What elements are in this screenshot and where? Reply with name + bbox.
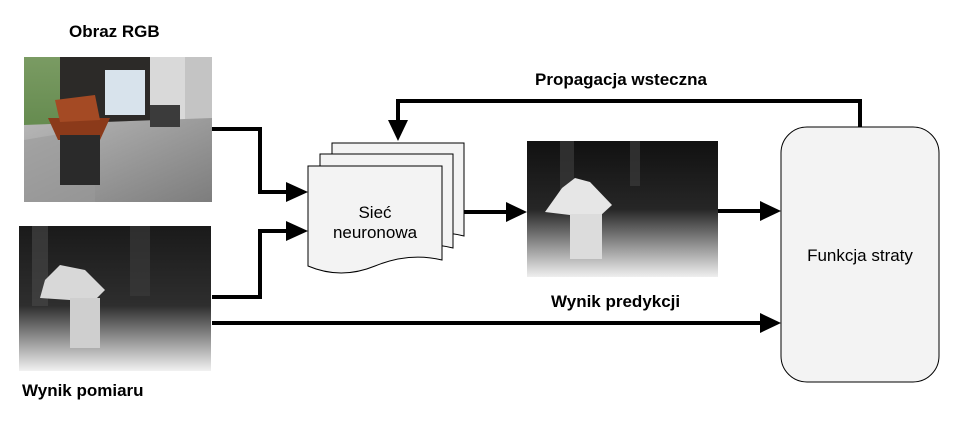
connectors [212, 99, 862, 325]
rgb-image-label: Obraz RGB [69, 22, 160, 41]
prediction-depth-image [527, 141, 718, 277]
measurement-depth-image [19, 226, 211, 371]
arrowhead-measurement-loss [760, 313, 781, 333]
rgb-to-network-arrow [212, 127, 286, 194]
prediction-result-label: Wynik predykcji [551, 292, 681, 311]
arrowhead-rgb [286, 182, 308, 202]
neural-network-label-line1: Sieć [358, 203, 392, 222]
neural-network-label-line2: neuronowa [332, 223, 418, 242]
neural-network-label: Sieć neuronowa [320, 203, 430, 243]
backpropagation-arrow [396, 99, 862, 127]
rgb-photo [24, 57, 212, 202]
measurement-result-label: Wynik pomiaru [22, 381, 144, 400]
neural-network-node [307, 142, 465, 274]
measurement-to-network-arrow [212, 229, 286, 299]
arrowhead-network-out [506, 202, 527, 222]
arrowhead-measurement [286, 221, 308, 241]
arrowhead-backprop [388, 120, 408, 141]
backpropagation-label: Propagacja wsteczna [535, 70, 707, 89]
arrowheads [286, 120, 781, 333]
arrowhead-prediction-out [760, 201, 781, 221]
loss-function-label: Funkcja straty [807, 246, 913, 265]
